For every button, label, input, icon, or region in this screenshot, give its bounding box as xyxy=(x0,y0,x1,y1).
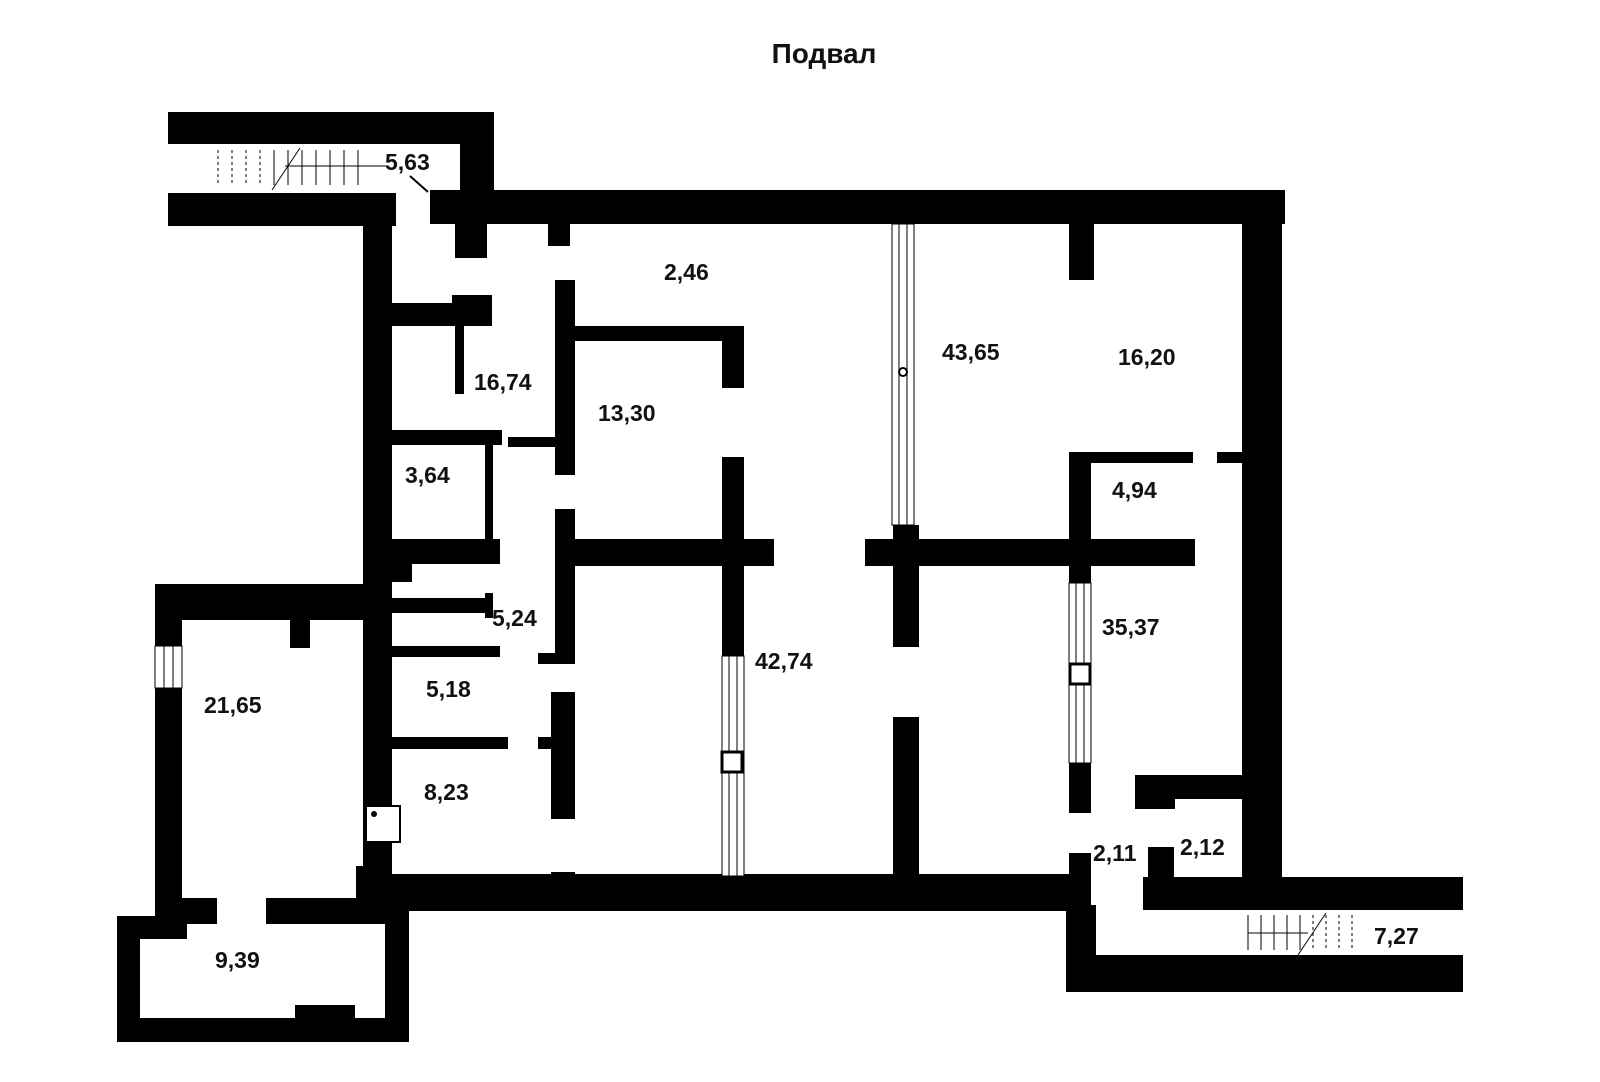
wall xyxy=(1069,224,1094,280)
wall xyxy=(117,1018,409,1042)
wall xyxy=(266,898,392,924)
room-area: 9,39 xyxy=(215,947,260,973)
wall xyxy=(548,224,570,246)
column-icon xyxy=(1068,662,1092,686)
room-area: 16,20 xyxy=(1118,344,1176,370)
wall xyxy=(893,525,919,647)
stairs-top xyxy=(217,147,429,193)
wall xyxy=(1069,853,1091,911)
wall xyxy=(117,916,187,939)
wall xyxy=(455,224,487,258)
wall xyxy=(155,584,182,646)
column-icon xyxy=(898,367,908,377)
wall xyxy=(295,1005,355,1018)
wall xyxy=(538,737,575,749)
wall xyxy=(1069,452,1193,463)
room-area: 13,30 xyxy=(598,400,656,426)
wall xyxy=(392,539,500,564)
window xyxy=(154,645,183,689)
wall xyxy=(455,326,464,394)
shaft-box xyxy=(365,805,401,843)
wall xyxy=(722,326,744,388)
wall xyxy=(722,566,744,656)
room-area: 5,18 xyxy=(426,676,471,702)
room-area: 42,74 xyxy=(755,648,813,674)
stairs-bottom xyxy=(1247,912,1353,956)
plan-title: Подвал xyxy=(772,38,877,69)
room-area: 2,11 xyxy=(1093,840,1137,866)
wall xyxy=(392,564,412,582)
wall xyxy=(1143,877,1463,910)
room-area: 2,46 xyxy=(664,259,709,285)
wall xyxy=(485,445,493,539)
room-labels: 5,63 2,46 43,65 16,20 16,74 13,30 3,64 4… xyxy=(204,149,1419,973)
walls xyxy=(117,112,1463,1042)
wall xyxy=(1069,763,1091,813)
wall xyxy=(575,326,742,341)
wall xyxy=(392,430,502,445)
wall xyxy=(1069,463,1091,543)
room-area: 35,37 xyxy=(1102,614,1160,640)
columns xyxy=(720,367,1092,774)
wall xyxy=(1135,775,1242,799)
room-area: 5,63 xyxy=(385,149,430,175)
wall xyxy=(575,539,774,566)
wall xyxy=(168,193,396,226)
room-area: 3,64 xyxy=(405,462,450,488)
wall xyxy=(392,737,508,749)
wall xyxy=(551,872,575,882)
room-area: 4,94 xyxy=(1112,477,1157,503)
wall xyxy=(155,688,182,916)
wall xyxy=(538,653,575,664)
wall xyxy=(392,598,492,613)
wall xyxy=(356,866,392,898)
room-area: 21,65 xyxy=(204,692,262,718)
wall xyxy=(385,898,409,1042)
wall xyxy=(392,646,500,657)
room-area: 7,27 xyxy=(1374,923,1419,949)
wall xyxy=(430,190,1285,224)
wall xyxy=(168,112,494,144)
wall xyxy=(555,280,575,475)
wall xyxy=(1242,190,1282,890)
wall xyxy=(1148,847,1174,882)
wall xyxy=(452,295,492,311)
windows xyxy=(154,223,1092,877)
room-area: 43,65 xyxy=(942,339,1000,365)
wall xyxy=(485,593,493,618)
wall xyxy=(555,509,575,664)
wall xyxy=(865,539,1195,566)
room-area: 5,24 xyxy=(492,605,537,631)
room-area: 2,12 xyxy=(1180,834,1225,860)
wall xyxy=(1066,955,1463,992)
wall xyxy=(722,457,744,547)
wall xyxy=(363,226,392,886)
wall xyxy=(392,874,1079,911)
shaft xyxy=(365,805,401,843)
wall xyxy=(117,916,140,1040)
wall xyxy=(290,620,310,648)
wall xyxy=(551,692,575,819)
room-area: 16,74 xyxy=(474,369,532,395)
wall xyxy=(893,717,919,879)
shaft-dot xyxy=(371,811,377,817)
wall xyxy=(1135,799,1175,809)
wall xyxy=(1069,566,1091,583)
room-area: 8,23 xyxy=(424,779,469,805)
wall xyxy=(508,437,555,447)
column-icon xyxy=(720,750,744,774)
wall xyxy=(1217,452,1242,463)
wall xyxy=(155,584,363,620)
